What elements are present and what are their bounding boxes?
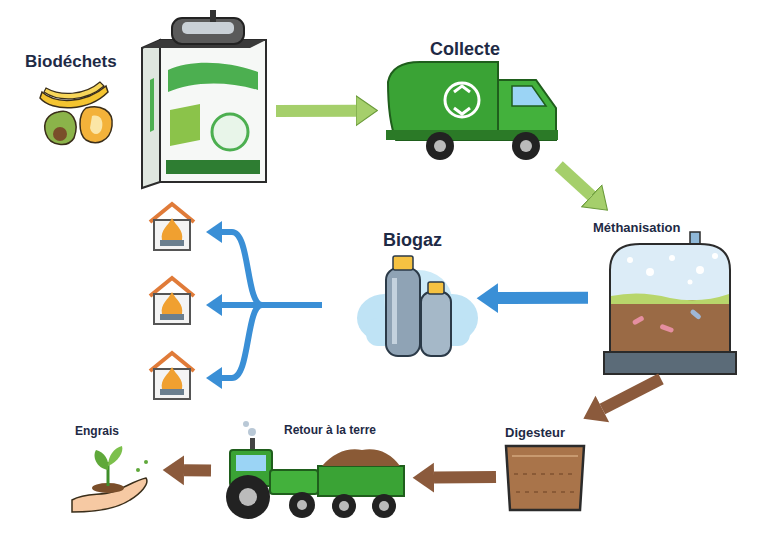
- step-node: Biogaz: [362, 228, 474, 363]
- step-label: Méthanisation: [593, 221, 680, 236]
- step-node: Retour à la terre: [215, 418, 410, 523]
- flow-arrow: [559, 166, 592, 196]
- step-node: Biodéchets: [20, 12, 272, 192]
- house-icons: [150, 204, 194, 399]
- collection-truck: [386, 62, 558, 160]
- biogas-bottles: [357, 256, 478, 356]
- step-label: Biogaz: [383, 230, 442, 251]
- distribution-arrows: [222, 232, 322, 378]
- digester-container: [506, 446, 584, 510]
- step-label: Digesteur: [505, 426, 565, 441]
- step-label: Biodéchets: [25, 52, 117, 72]
- flow-arrow: [184, 464, 211, 476]
- step-label: Retour à la terre: [284, 424, 376, 438]
- flow-arrow: [602, 379, 661, 409]
- step-node: Collecte: [380, 35, 565, 163]
- tractor: [226, 421, 404, 519]
- methanisation-tank: [604, 232, 736, 374]
- flow-arrow: [434, 471, 496, 484]
- step-label: Engrais: [75, 425, 119, 439]
- compost-bin: [142, 10, 266, 188]
- flow-arrow: [498, 292, 588, 304]
- fruit-icon: [40, 82, 112, 144]
- flow-arrow: [276, 105, 356, 117]
- step-node: Méthanisation: [592, 212, 737, 377]
- step-node: Digesteur: [500, 420, 590, 515]
- step-label: Collecte: [430, 39, 500, 60]
- hand-plant: [72, 446, 148, 512]
- step-node: Engrais: [65, 418, 160, 518]
